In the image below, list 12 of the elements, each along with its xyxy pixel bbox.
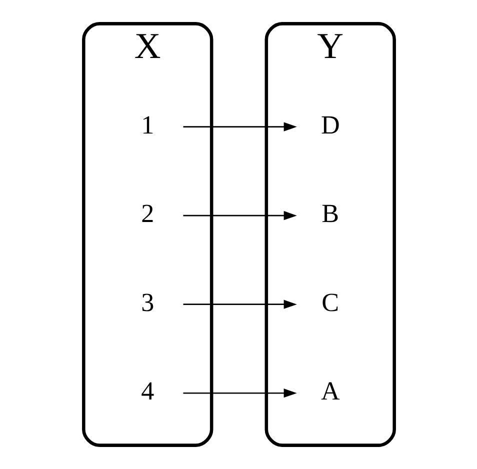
arrow bbox=[182, 122, 296, 132]
node-text: 2 bbox=[140, 199, 154, 228]
node-text: 3 bbox=[140, 288, 154, 317]
arrow bbox=[182, 211, 296, 220]
node-text: 1 bbox=[140, 110, 154, 140]
node-text: B bbox=[321, 199, 339, 228]
node-text: 4 bbox=[140, 376, 154, 406]
node-text: A bbox=[320, 376, 340, 406]
arrow bbox=[182, 388, 296, 398]
arrow bbox=[182, 300, 296, 309]
node-text: C bbox=[321, 288, 339, 317]
node-text: D bbox=[320, 110, 340, 140]
